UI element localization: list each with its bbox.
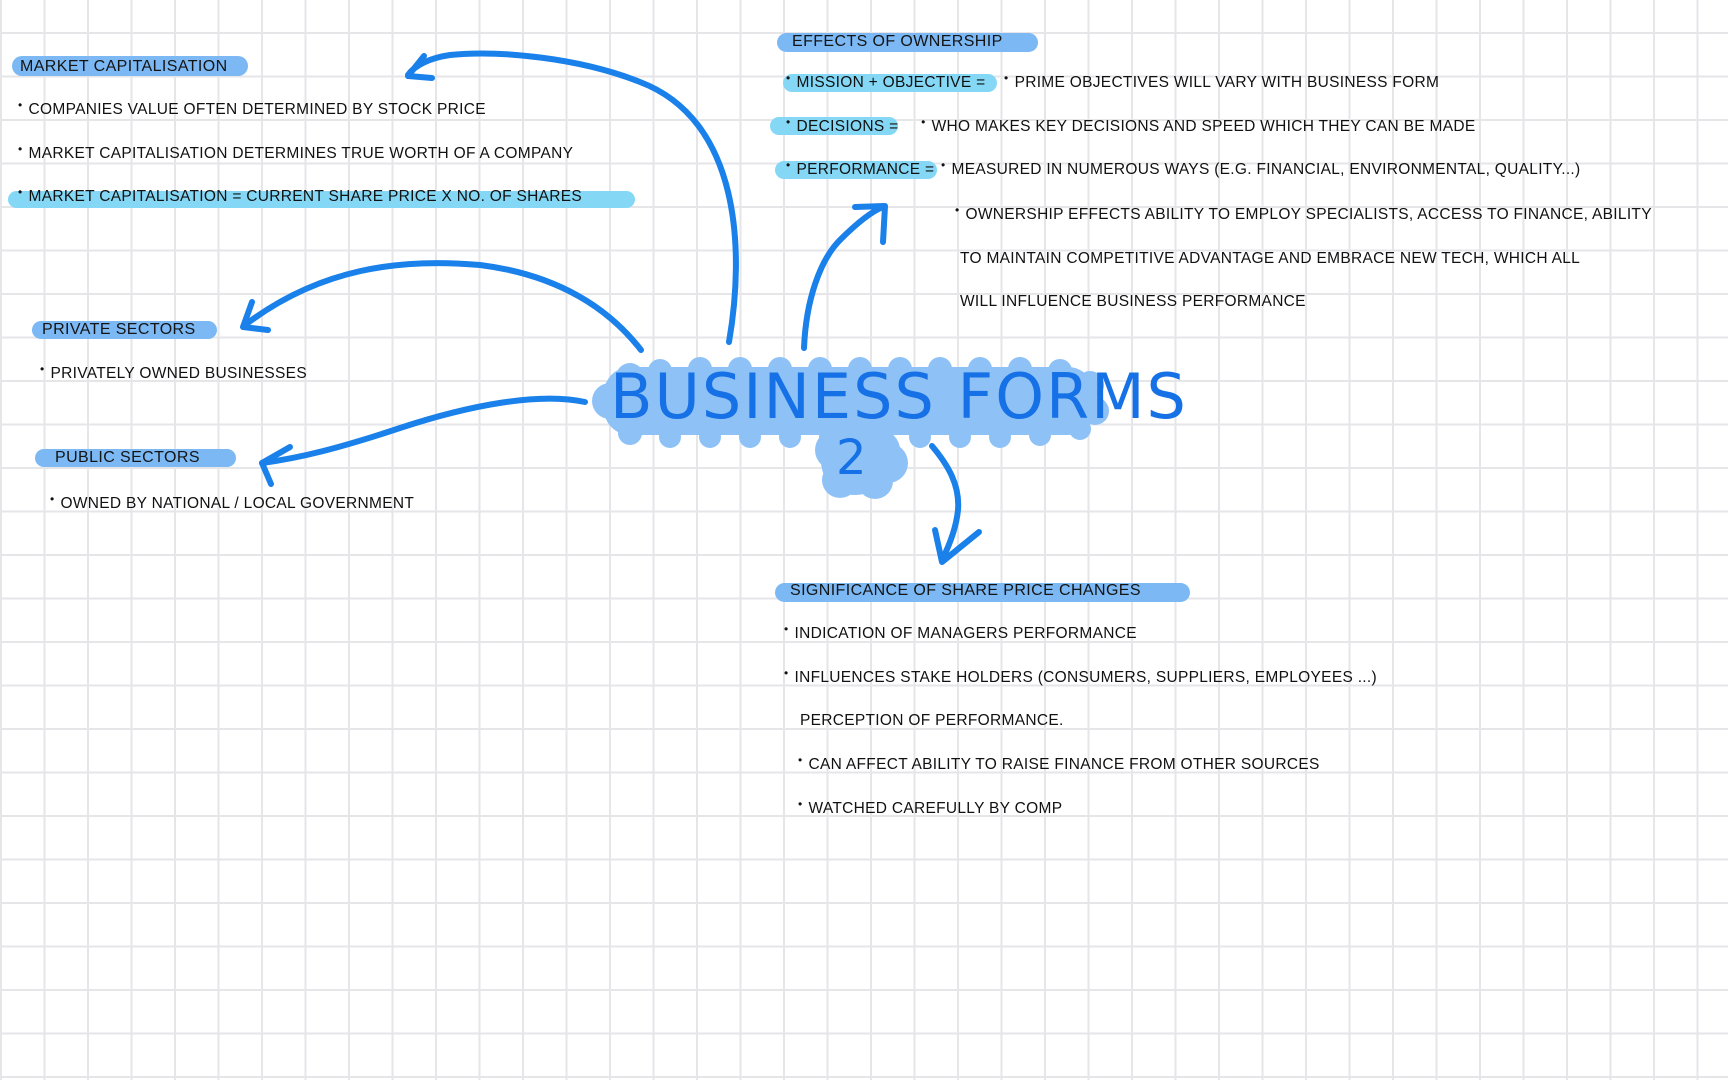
arrowhead-private-sectors: [240, 299, 271, 333]
market-cap-bullet-1: Companies value often determined by stoc…: [18, 100, 486, 120]
arrow-to-effects-of-ownership: [801, 204, 886, 351]
arrow-to-share-price-changes: [929, 443, 962, 563]
heading-public-sectors: Public Sectors: [55, 449, 200, 466]
ownership-line-1: Ownership effects ability to employ spec…: [955, 205, 1652, 225]
ownership-line-2: to maintain competitive advantage and em…: [960, 250, 1581, 267]
heading-effects-of-ownership: Effects of Ownership: [792, 33, 1003, 50]
share-price-line-5: Watched carefully by comp: [798, 799, 1063, 819]
arrow-to-public-sectors: [259, 395, 588, 466]
item-text: Measured in numerous ways (e.g. financia…: [941, 161, 1581, 178]
heading-market-capitalisation: Market Capitalisation: [20, 58, 228, 75]
arrowhead-share-price-changes: [932, 527, 982, 565]
heading-highlight: [775, 583, 1190, 602]
item-label: Mission + Objective: [786, 74, 972, 91]
title-cloud: [592, 357, 1109, 499]
page-title: BUSINESS FORMS: [610, 360, 1188, 433]
share-price-line-3: perception of performance.: [800, 712, 1064, 729]
arrowhead-public-sectors: [259, 444, 293, 487]
ownership-item-decisions: Decisions = Who makes key decisions and …: [786, 117, 1476, 137]
share-price-line-1: Indication of managers performance: [784, 624, 1137, 644]
ownership-item-mission: Mission + Objective = Prime objectives w…: [786, 73, 1439, 93]
share-price-line-4: Can affect ability to raise finance from…: [798, 755, 1320, 775]
heading-highlight: [35, 449, 236, 467]
arrow-to-private-sectors: [242, 260, 644, 353]
item-equals: =: [976, 74, 986, 91]
item-equals: =: [889, 118, 899, 135]
public-sectors-bullet-1: Owned by national / local government: [50, 494, 414, 514]
page-title-number: 2: [836, 430, 867, 486]
item-text: Prime objectives will vary with business…: [1004, 74, 1439, 91]
market-cap-bullet-3: Market capitalisation = current share pr…: [18, 187, 582, 207]
ownership-line-3: will influence business performance: [960, 293, 1306, 310]
market-cap-bullet-2: Market capitalisation determines true wo…: [18, 144, 573, 164]
item-label: Decisions: [786, 118, 885, 135]
heading-private-sectors: Private Sectors: [42, 321, 196, 338]
item-equals: =: [925, 161, 935, 178]
item-text: Who makes key decisions and speed which …: [921, 118, 1476, 135]
item-label: Performance: [786, 161, 921, 178]
arrowhead-effects-of-ownership: [852, 203, 888, 245]
arrowhead-market-capitalisation: [405, 53, 435, 81]
heading-share-price-changes: Significance of Share Price Changes: [790, 582, 1141, 599]
arrow-to-market-capitalisation: [405, 50, 739, 345]
heading-highlight: [777, 33, 1038, 52]
heading-highlight: [32, 321, 217, 339]
share-price-line-2: Influences stake holders (consumers, sup…: [784, 668, 1377, 688]
ownership-item-performance: Performance = Measured in numerous ways …: [786, 160, 1581, 180]
private-sectors-bullet-1: Privately owned businesses: [40, 364, 307, 384]
heading-highlight: [12, 56, 248, 76]
